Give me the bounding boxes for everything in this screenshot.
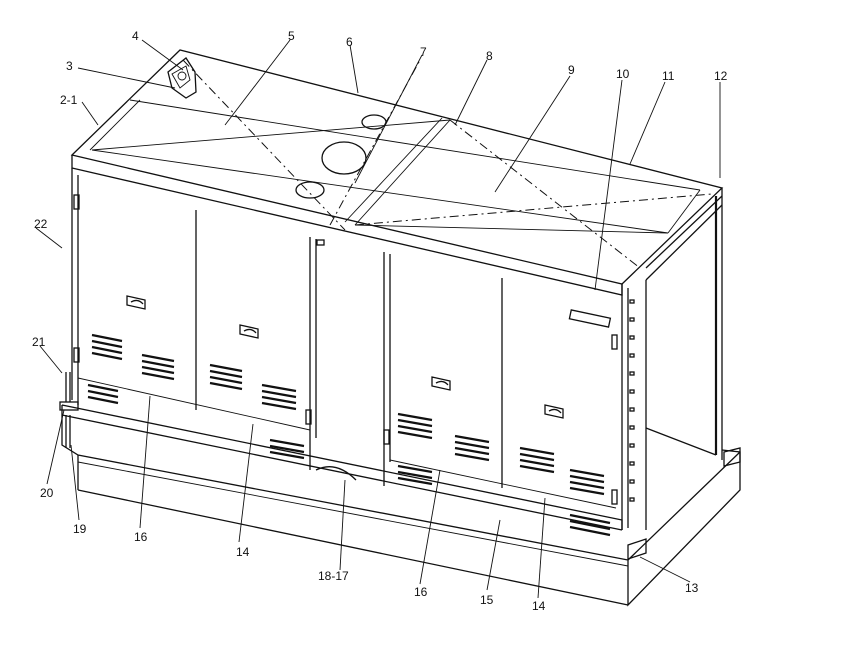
base-skid [59, 372, 741, 607]
label-5: 5 [288, 29, 295, 43]
label-21: 21 [32, 335, 46, 349]
label-14a: 14 [236, 545, 250, 559]
label-18-17: 18-17 [318, 569, 349, 583]
label-16b: 16 [414, 585, 428, 599]
label-22: 22 [34, 217, 48, 231]
right-end [621, 188, 723, 530]
label-19: 19 [73, 522, 87, 536]
label-6: 6 [346, 35, 353, 49]
front-face [61, 168, 623, 537]
label-11: 11 [662, 69, 675, 83]
label-10: 10 [616, 67, 630, 81]
label-7: 7 [420, 45, 427, 59]
label-20: 20 [40, 486, 54, 500]
label-12: 12 [714, 69, 728, 83]
label-2-1: 2-1 [60, 93, 78, 107]
label-14b: 14 [532, 599, 546, 613]
label-15: 15 [480, 593, 494, 607]
label-3: 3 [66, 59, 73, 73]
label-4: 4 [132, 29, 139, 43]
callout-labels: 2-1 3 4 5 6 7 8 9 10 11 12 13 14 14 15 1… [32, 29, 728, 613]
label-8: 8 [486, 49, 493, 63]
label-13: 13 [685, 581, 699, 595]
label-16a: 16 [134, 530, 148, 544]
leader-lines [35, 39, 721, 599]
label-9: 9 [568, 63, 575, 77]
